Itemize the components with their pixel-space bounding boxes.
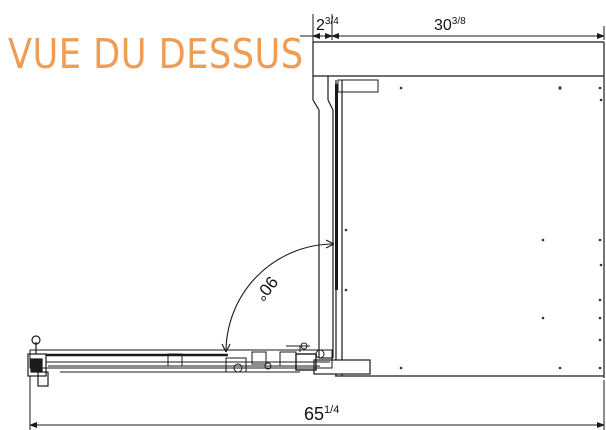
door-panel <box>335 84 338 290</box>
bottom-dimension-lines <box>29 376 605 430</box>
dimension-depth-front: 23/4 <box>316 16 339 34</box>
dimension-total-width: 651/4 <box>304 404 339 424</box>
view-title: VUE DU DESSUS <box>8 30 304 78</box>
mounting-holes <box>344 86 603 370</box>
cabinet-body <box>312 41 605 378</box>
arm-end-block <box>27 335 49 387</box>
hinge-plate <box>337 79 379 93</box>
swing-arm <box>29 342 333 373</box>
dimension-depth-back: 303/8 <box>434 16 466 34</box>
swing-arc <box>221 239 335 353</box>
top-dimension-lines <box>300 14 605 72</box>
base-plate <box>313 359 371 375</box>
